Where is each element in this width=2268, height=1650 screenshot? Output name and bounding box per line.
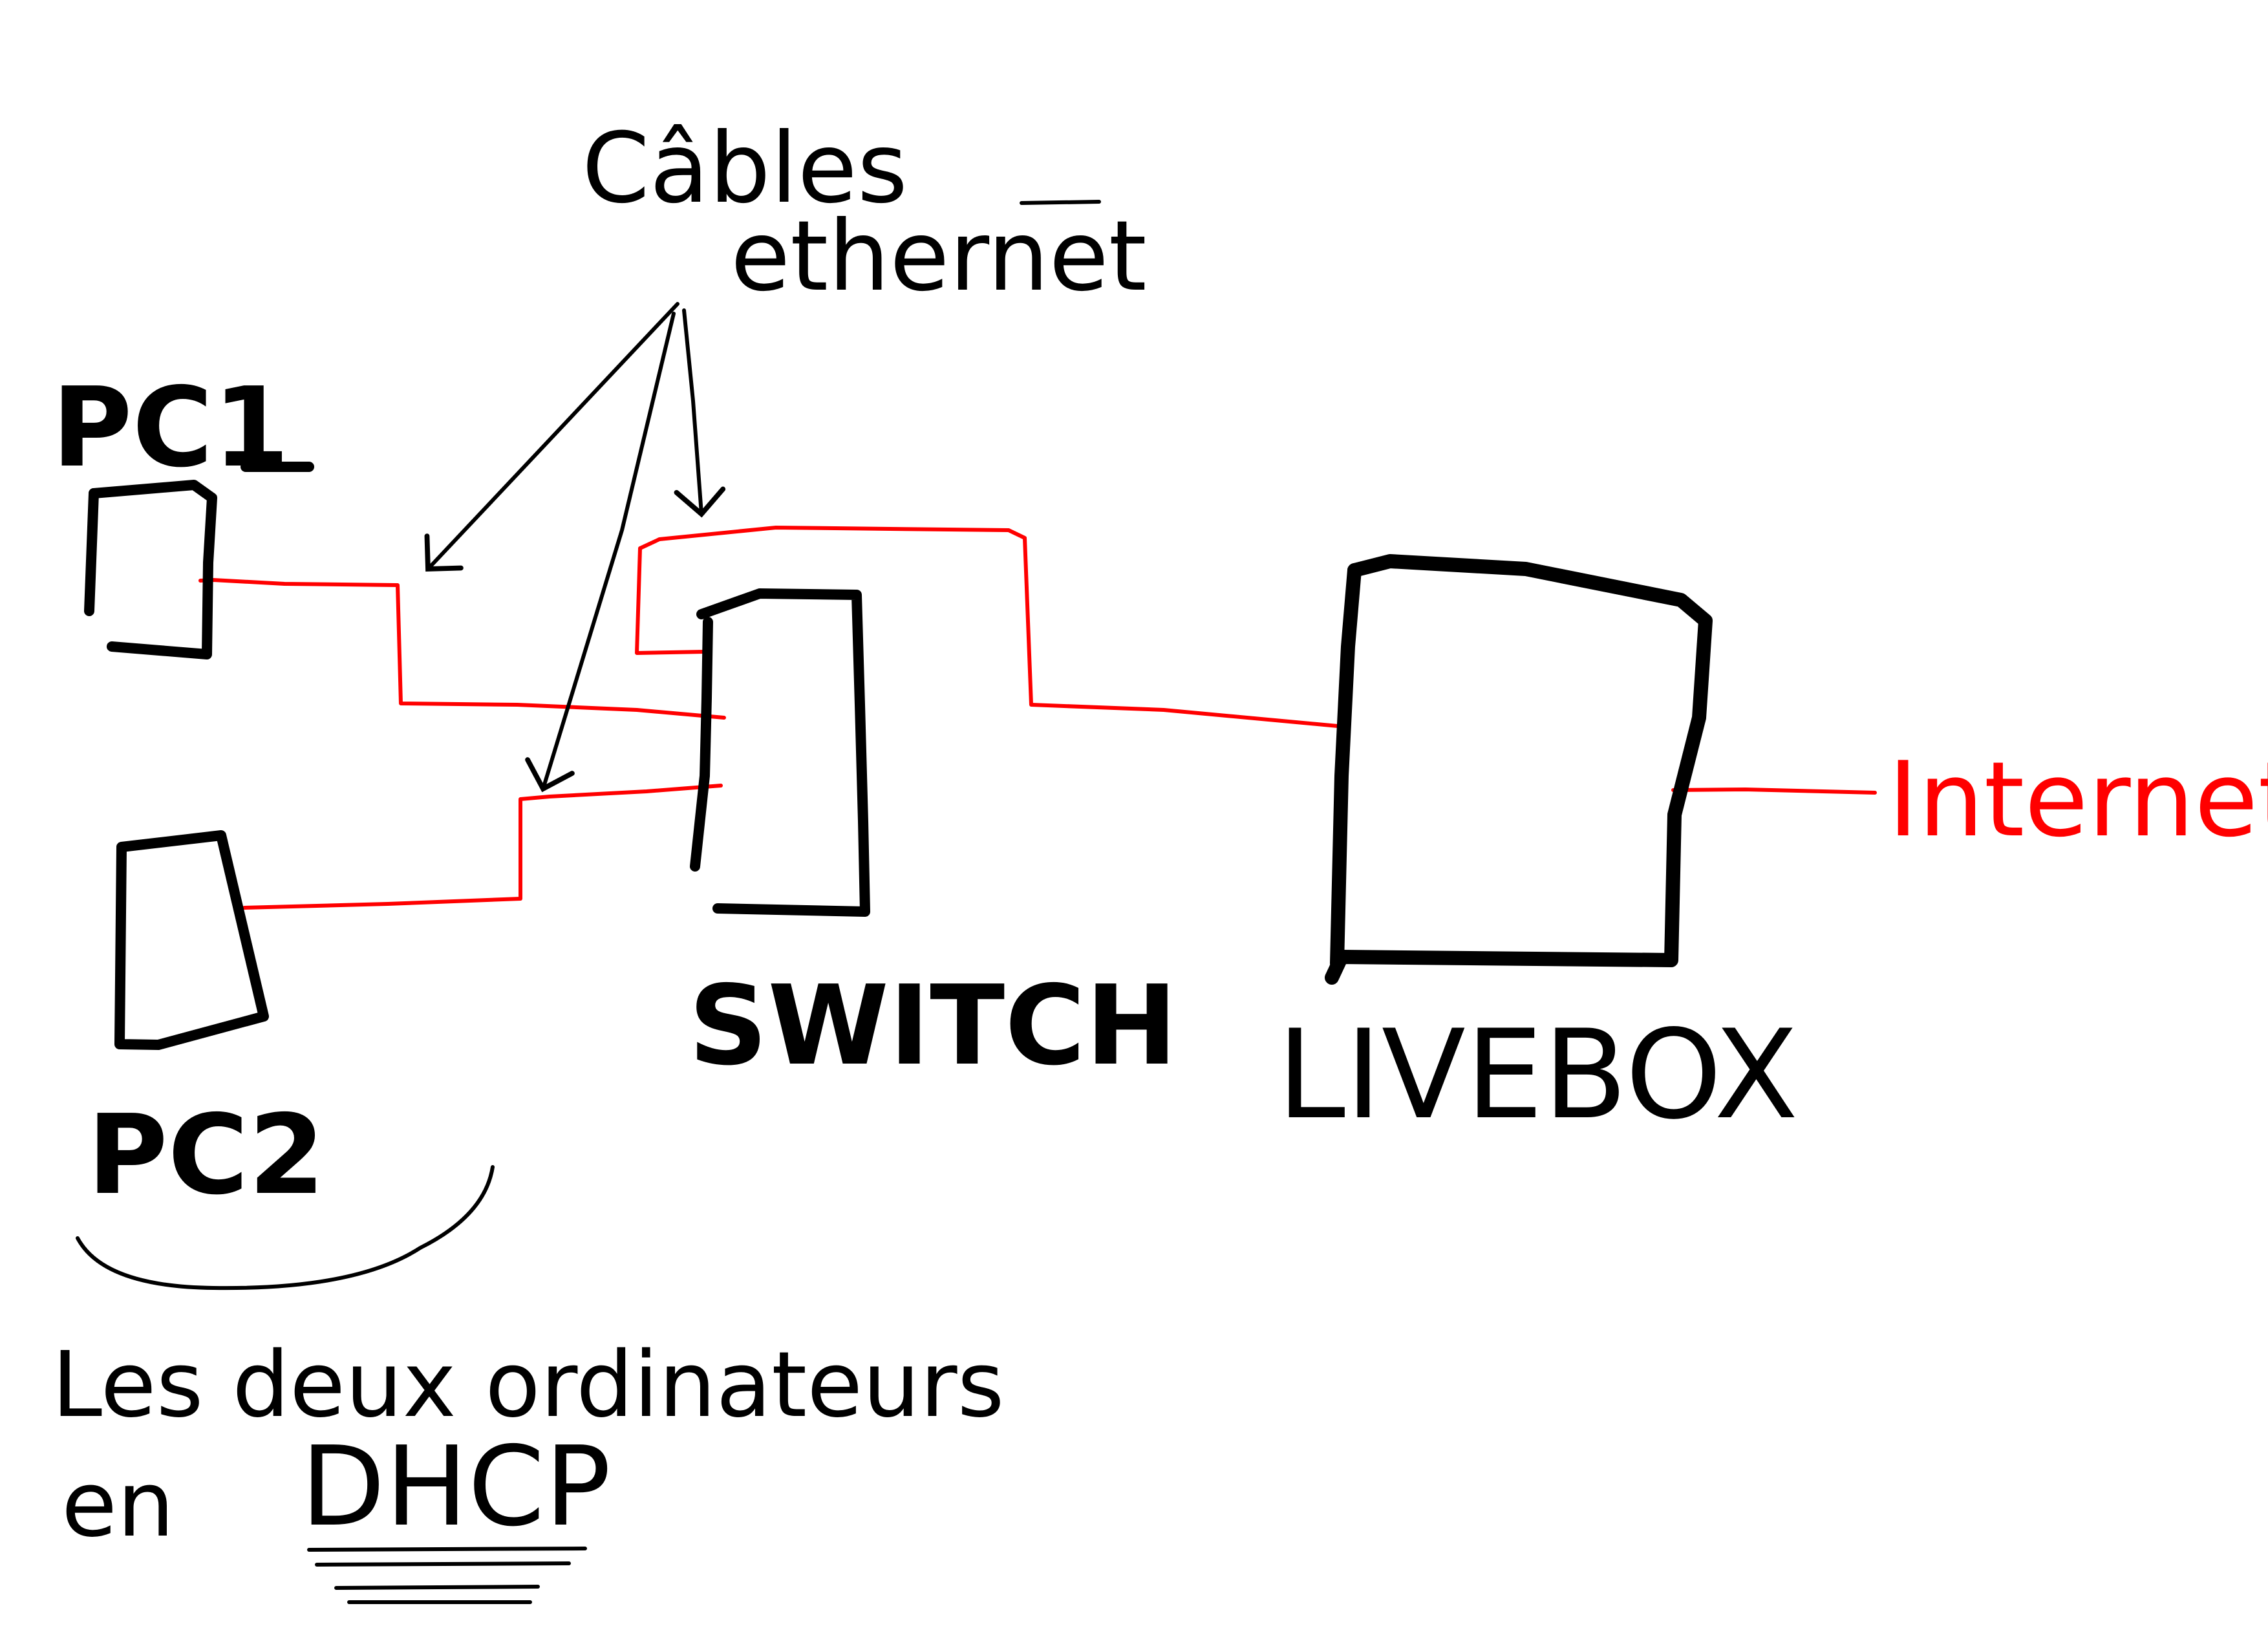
cables <box>198 526 1877 910</box>
dhcp-note-line1: Les deux ordinateurs <box>52 1333 1005 1438</box>
pc2-label: PC2 <box>87 1091 325 1219</box>
cable-switch-livebox <box>635 526 1347 729</box>
cable-pc1-switch <box>198 578 726 720</box>
arrow-to-pc1-cable <box>424 302 679 572</box>
cables-label-line1: Câbles <box>582 112 908 225</box>
switch-box <box>690 588 870 917</box>
internet-label: Internet <box>1888 739 2268 860</box>
livebox-label: LIVEBOX <box>1277 1003 1798 1146</box>
arrow-to-livebox-cable <box>674 308 726 518</box>
cables-label-line2: ethernet <box>731 200 1147 313</box>
dhcp-note-keyword: DHCP <box>301 1423 611 1551</box>
cable-pc2-switch <box>242 784 723 910</box>
switch-label: SWITCH <box>689 962 1177 1090</box>
cables-label-strike <box>1020 200 1101 205</box>
pc1-box <box>84 480 217 659</box>
livebox-box <box>1325 554 1713 985</box>
pc2-box <box>114 830 269 1050</box>
dhcp-note-prefix: en <box>61 1452 175 1558</box>
annotation-arrows <box>424 302 726 793</box>
cable-livebox-internet <box>1671 788 1877 795</box>
note-brace <box>76 1165 495 1291</box>
dhcp-underline <box>307 1547 587 1604</box>
pc1-label: PC1 <box>52 364 290 492</box>
arrow-to-pc2-cable <box>525 312 676 793</box>
